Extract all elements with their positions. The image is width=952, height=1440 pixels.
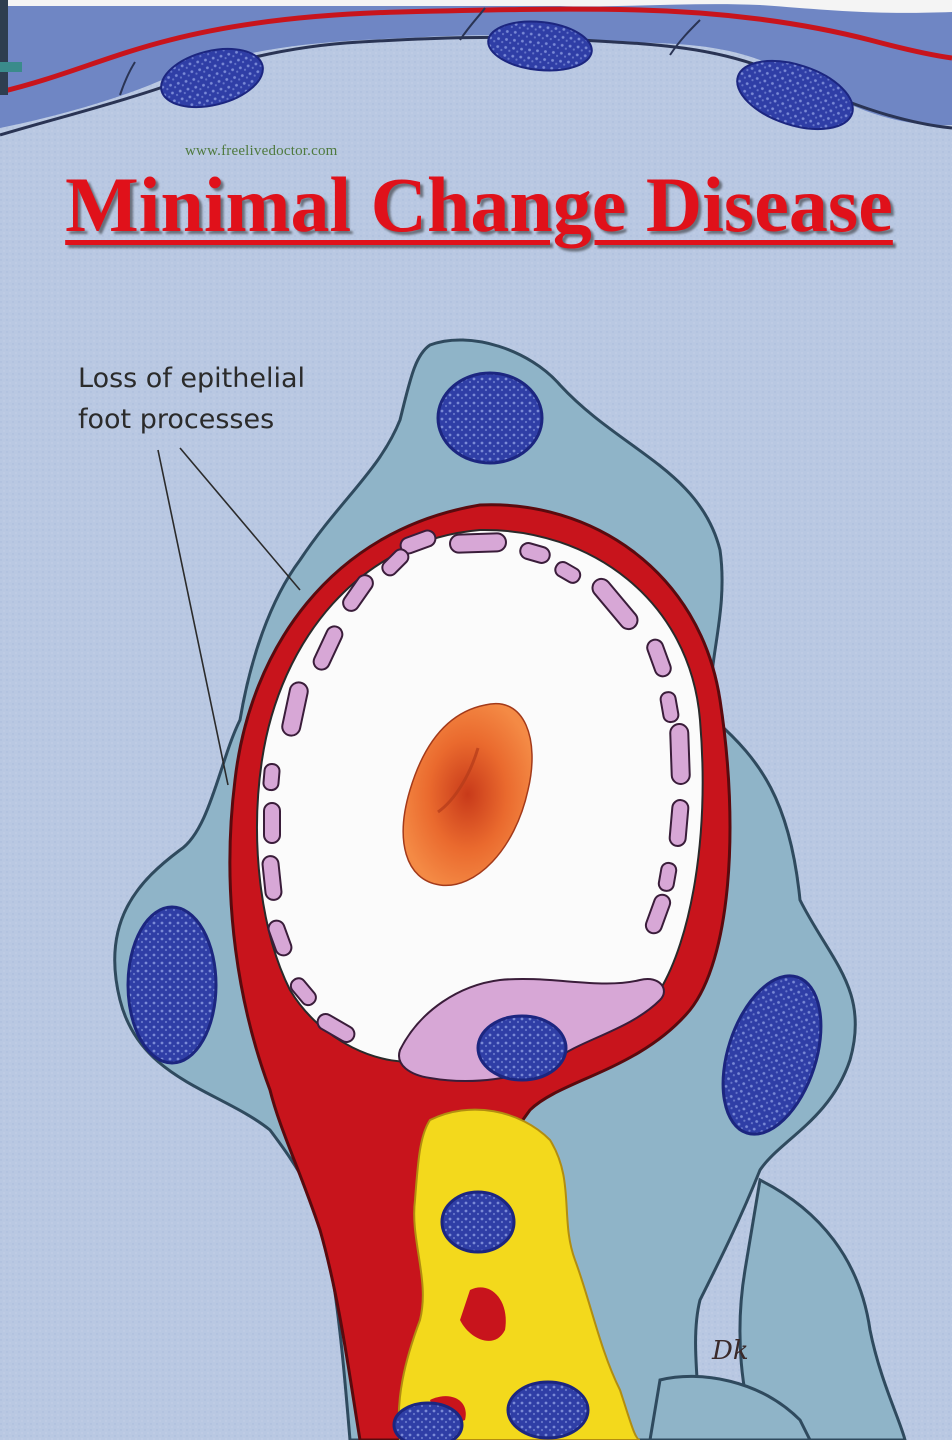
slide-title: Minimal Change Disease	[14, 160, 944, 250]
annotation-label: Loss of epithelial foot processes	[78, 358, 305, 440]
annotation-line-1: Loss of epithelial	[78, 358, 305, 399]
annotation-line-2: foot processes	[78, 399, 305, 440]
podocyte-nucleus	[438, 373, 542, 463]
mesangial-nucleus	[508, 1382, 588, 1438]
slide-corner-accent	[0, 62, 22, 72]
slide-corner-decoration	[0, 0, 8, 95]
endothelial-nucleus	[478, 1016, 566, 1080]
watermark: www.freelivedoctor.com	[185, 143, 338, 160]
mesangial-nucleus	[394, 1403, 462, 1440]
artist-signature: Dk	[712, 1340, 749, 1362]
mesangial-nucleus	[442, 1192, 514, 1252]
podocyte-nucleus	[128, 907, 216, 1063]
